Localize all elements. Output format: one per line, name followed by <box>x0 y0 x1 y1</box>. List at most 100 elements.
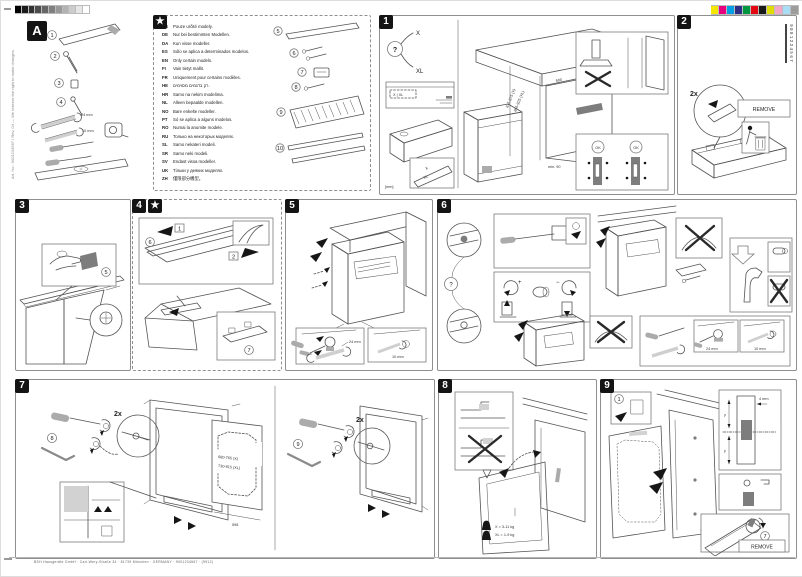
hook-check-inset <box>454 391 514 479</box>
step-1-badge: 1 <box>379 15 393 29</box>
height-arrows-icon <box>311 270 325 289</box>
magnifier-detail <box>693 84 747 149</box>
language-code: SV <box>162 159 168 165</box>
part-number: 5 <box>276 29 279 35</box>
step-4-badge: 4 <box>132 199 146 213</box>
language-text: Endast vissa modeller. <box>173 159 216 165</box>
step-8-illustration: X = 3-11 kg XL = 1-9 kg <box>454 391 588 555</box>
part-cap: 3 <box>54 78 79 89</box>
part-number: 5 <box>104 270 107 276</box>
remove-label: REMOVE <box>751 545 773 551</box>
language-code: RU <box>162 133 169 139</box>
language-text: Numai la anumite modele. <box>173 125 223 131</box>
footer-imprint: BSH Hausgeräte GmbH · Carl-Wery-Straße 3… <box>34 560 214 564</box>
language-code: ES <box>162 49 168 55</box>
grayscale-swatch <box>28 5 36 14</box>
language-row: PT Só se aplica a alguns modelos. <box>162 116 280 124</box>
screw-fix-left: 8 2x <box>40 411 160 462</box>
front-foot-tools-inset: 24 mm 10 mm <box>639 315 791 367</box>
language-text: Kun visse modeller. <box>173 40 211 46</box>
hand-press-inset: 5 <box>41 243 117 301</box>
dishwasher-top <box>691 133 787 179</box>
screwdriver-icon <box>45 155 92 167</box>
grayscale-swatch <box>82 5 90 14</box>
part-number: 8 <box>294 85 297 91</box>
cap-detail-circle <box>75 303 123 337</box>
language-text: 僅限部分機型。 <box>173 176 204 182</box>
question-mark: ? <box>449 283 453 289</box>
part-number: 6 <box>148 240 151 246</box>
part-bracket: 7 <box>297 67 330 78</box>
ok-label: OK <box>633 146 639 150</box>
language-text: Samo neki modeli. <box>173 150 209 156</box>
step-3-illustration: 5 <box>19 243 125 365</box>
foot-warning-inset <box>575 31 669 95</box>
language-row: ZH 僅限部分機型。 <box>162 175 280 183</box>
rear-foot-adjust-inset <box>493 213 591 269</box>
language-text: Samo nekateri modeli. <box>173 142 216 148</box>
part-screws: 6 <box>289 46 327 61</box>
base-x-label: X <box>425 166 429 171</box>
language-code: DE <box>162 32 168 38</box>
step-5-illustration: 24 mm 10 mm <box>291 211 427 365</box>
language-code: UK <box>162 167 169 173</box>
color-swatch <box>775 5 783 15</box>
front-foot-inset <box>295 327 365 365</box>
door-width: 598 <box>232 523 238 527</box>
language-row: RU Только на некоторых моделях. <box>162 133 280 141</box>
counter-check-bottom <box>514 313 633 367</box>
rating-plate: X | XL <box>385 81 455 109</box>
part-number: 7 <box>763 534 766 540</box>
language-row: RO Numai la anumite modele. <box>162 124 280 132</box>
language-text: Vain tietyt mallit. <box>173 66 204 72</box>
wrench-size-label: 10 mm <box>754 347 766 351</box>
part-screws: 8 <box>291 82 325 92</box>
language-text: Samo na nekim modelima. <box>173 91 224 97</box>
ok-clips-inset: OK OK <box>575 133 669 191</box>
language-code: RO <box>162 125 169 131</box>
gap-dim-label: 4 mm <box>759 397 769 401</box>
bracket-direction-inset <box>729 237 793 313</box>
part-rails: 10 <box>275 132 366 164</box>
y-dim-label: y <box>724 413 726 417</box>
side-imprint-note: Art. No.: 9001234567 / Rev. 04 — We rese… <box>10 49 15 179</box>
language-row: HE רק בדגמים מסוימים. <box>162 82 280 90</box>
screw-fix-right: 9 2x <box>286 417 391 468</box>
grayscale-swatch <box>21 5 29 14</box>
color-swatch <box>759 5 767 15</box>
wrench-size-label: 24 mm <box>706 347 718 351</box>
language-text: Só se aplica a alguns modelos. <box>173 116 233 122</box>
trim-mark <box>4 8 11 10</box>
wrench-size-label: 24 mm <box>81 113 93 117</box>
grayscale-swatch <box>55 5 63 14</box>
remove-label: REMOVE <box>753 107 776 113</box>
step-4-star-badge: ★ <box>148 199 162 213</box>
part-number: 1 <box>50 33 53 39</box>
hang-door-drawing <box>478 397 588 555</box>
plinth-height: min. 90 <box>548 165 560 169</box>
size-x-label: X <box>416 31 420 37</box>
step-7-illustration: 8 2x 680-765 (X) 730-815 (XL) <box>40 385 429 551</box>
part-screw-short: 4 <box>56 96 83 116</box>
language-code: NO <box>162 108 169 114</box>
grayscale-swatch <box>69 5 77 14</box>
arrow-1-label: 1 <box>178 227 181 233</box>
plus-label: + <box>518 280 522 286</box>
size-question: ? X XL <box>387 31 424 75</box>
panel-step-9: 9 1 <box>600 379 797 559</box>
door-dimensions: 680-765 (X) 730-815 (XL) 598 <box>211 419 263 527</box>
language-code: NL <box>162 100 168 106</box>
step-6-illustration: ? + − <box>444 205 793 367</box>
language-row: NL Alleen bepaalde modellen. <box>162 99 280 107</box>
language-list: CS Pouze určité modely. DE Nur bei besti… <box>162 23 280 184</box>
step-4-illustration: 1 2 6 7 <box>138 217 276 361</box>
grayscale-swatch <box>35 5 43 14</box>
panel-step-5: 5 <box>285 199 433 371</box>
alignment-gap-inset: y y 4 mm <box>718 389 782 471</box>
door-panel-left <box>143 399 241 530</box>
step-3-badge: 3 <box>15 199 29 213</box>
grayscale-swatch <box>76 5 83 14</box>
grayscale-swatch <box>15 5 22 14</box>
step-5-badge: 5 <box>285 199 299 213</box>
plinth-drawing: X XL <box>389 119 455 189</box>
